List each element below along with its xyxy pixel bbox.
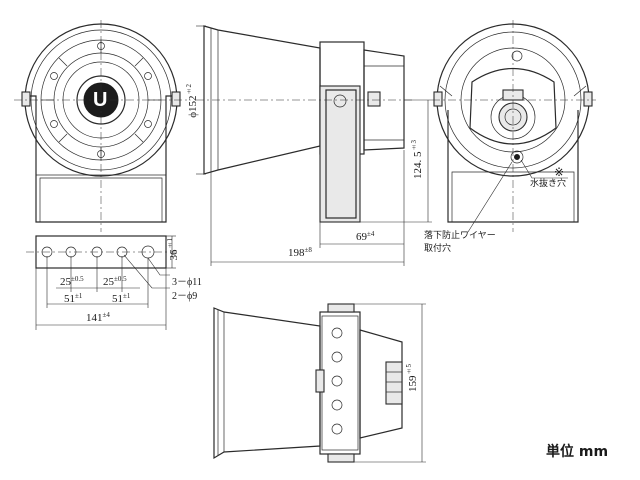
logo-letter: U [93,89,108,111]
drain-mark: ※ [554,165,565,179]
pitch-left-dimension: 25±0.5 [60,275,84,288]
front-view [14,20,188,232]
bracket-depth-dimension: 69±4 [356,230,375,243]
rear-view [432,20,596,233]
side-view [196,25,432,266]
large-hole-callout: 3－ϕ11 [172,277,202,288]
bracket-height-dimension: 36±1 [166,238,180,261]
diameter-dimension: ϕ152±2 [185,84,199,118]
height-to-bracket-dimension: 124. 5±3 [410,140,424,179]
total-depth-dimension: 198±8 [288,246,312,259]
bracket-width-dimension: 141±4 [86,311,110,324]
span-left-dimension: 51±1 [64,292,83,305]
wire-hole-note-line2: 取付穴 [424,244,452,254]
span-right-dimension: 51±1 [112,292,131,305]
bracket-bottom-view [26,235,176,330]
top-view-height-dimension: 159±5 [405,364,419,392]
unit-label: 単位 mm [546,444,609,460]
wire-hole-note-line1: 落下防止ワイヤー [424,231,496,241]
pitch-right-dimension: 25±0.5 [103,275,127,288]
small-hole-callout: 2－ϕ9 [172,291,198,302]
top-view [213,303,426,463]
drain-hole-note: 水抜き穴 [530,179,567,189]
